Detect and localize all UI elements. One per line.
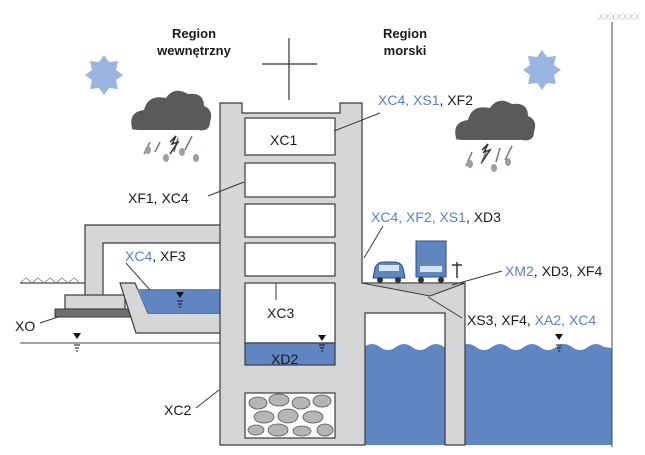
rain-cloud-icon-left [131, 90, 212, 162]
rain-cloud-icon-right [455, 100, 536, 172]
water-level-marker-basin [176, 292, 184, 308]
region-marine-line2: morski [384, 43, 427, 58]
label-part: XC4, XS1 [378, 92, 440, 108]
room-2 [244, 162, 336, 198]
room-xc1 [244, 117, 336, 156]
room-4 [244, 242, 336, 277]
label-part: , XF2 [439, 92, 473, 108]
label-part: XC4 [125, 248, 152, 264]
leader-lines [39, 112, 503, 409]
label-part: XC1 [270, 132, 297, 148]
label-xc2: XC2 [164, 402, 191, 418]
region-marine-line1: Region [383, 26, 427, 41]
label-part: XF1, XC4 [128, 190, 189, 206]
antenna-icon [452, 262, 462, 278]
sea-water [364, 344, 612, 445]
label-part: , XF3 [152, 248, 186, 264]
label-xc4-xf3: XC4, XF3 [125, 248, 186, 264]
label-part: XC4, XF2, XS1 [371, 209, 466, 225]
label-top-right: XC4, XS1, XF2 [378, 92, 473, 108]
label-part: XM2 [505, 263, 534, 279]
label-xs3: XS3, XF4, XA2, XC4 [467, 312, 596, 328]
label-mid-right: XC4, XF2, XS1, XD3 [371, 209, 501, 225]
label-part: XC3 [267, 305, 294, 321]
sun-icon-right [523, 50, 561, 90]
room-3 [244, 203, 336, 238]
region-inland-line2: wewnętrzny [156, 43, 231, 58]
truck-icon [415, 240, 447, 283]
label-xc3: XC3 [267, 305, 294, 321]
sun-icon-left [85, 55, 123, 95]
basin-water [137, 289, 245, 313]
water-level-marker-xd2 [318, 335, 326, 352]
label-part: , XD3, XF4 [534, 263, 603, 279]
water-level-marker-sea [555, 334, 563, 352]
label-part: XA2, XC4 [535, 312, 597, 328]
label-xm2: XM2, XD3, XF4 [505, 263, 602, 279]
foundation-base [54, 308, 136, 318]
label-xd2: XD2 [271, 351, 298, 367]
label-part: XS3, XF4, [467, 312, 535, 328]
label-xc1: XC1 [270, 132, 297, 148]
label-part: XO [15, 318, 35, 334]
label-xo: XO [15, 318, 35, 334]
ground-hatch [19, 277, 81, 284]
car-icon [372, 261, 406, 283]
label-part: , XD3 [466, 209, 501, 225]
foundation-block [64, 294, 126, 310]
room-xd2-water [244, 342, 336, 366]
label-part: XD2 [271, 351, 298, 367]
water-level-marker-ground [73, 333, 81, 352]
label-part: XC2 [164, 402, 191, 418]
deck-ramp [361, 282, 466, 297]
label-xf1-xc4: XF1, XC4 [128, 190, 189, 206]
gravel-stones [247, 393, 334, 437]
region-inland-line1: Region [172, 26, 216, 41]
watermark: XXXXXXX [597, 12, 641, 22]
room-xc3 [244, 282, 336, 344]
